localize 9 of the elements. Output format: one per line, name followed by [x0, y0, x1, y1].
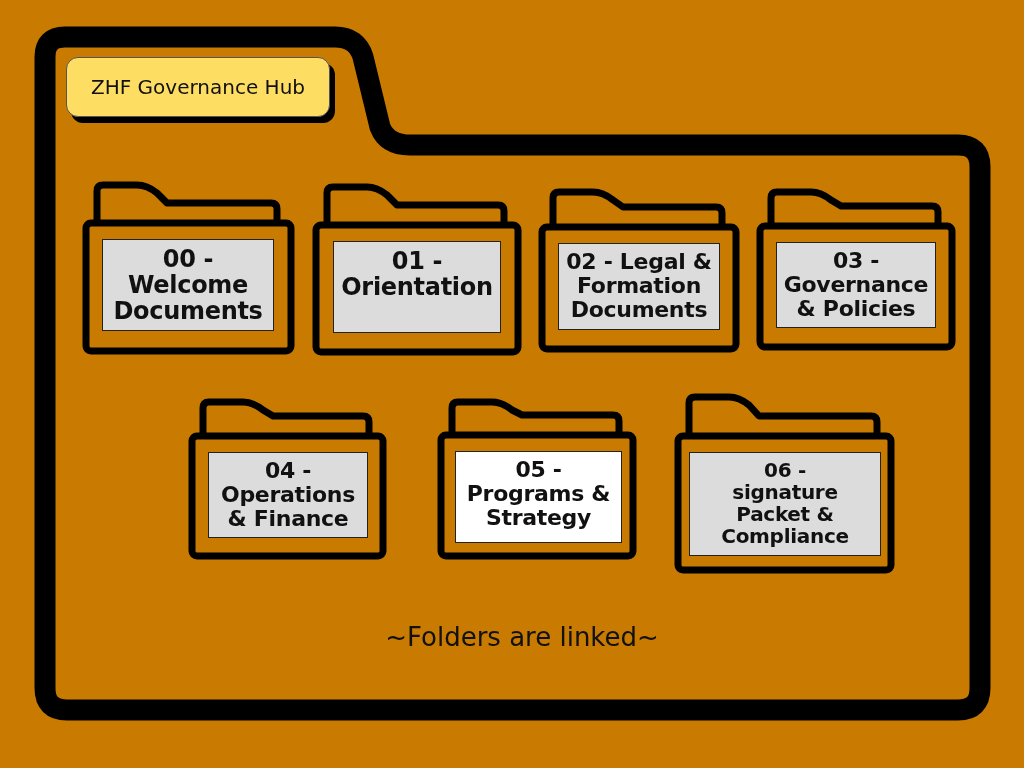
note-text: ~Folders are linked~	[384, 622, 660, 652]
folder-label: 03 - Governance & Policies	[776, 242, 936, 328]
folder-label: 00 - Welcome Documents	[102, 239, 274, 331]
folder-label: 02 - Legal & Formation Documents	[558, 243, 720, 330]
folder-label: 04 - Operations & Finance	[208, 452, 368, 538]
folder-label: 01 - Orientation	[333, 241, 501, 333]
folder-title-tab: ZHF Governance Hub	[66, 57, 330, 117]
folder-label: 05 - Programs & Strategy	[455, 451, 622, 543]
folder-label: 06 - signature Packet & Compliance	[689, 452, 881, 556]
